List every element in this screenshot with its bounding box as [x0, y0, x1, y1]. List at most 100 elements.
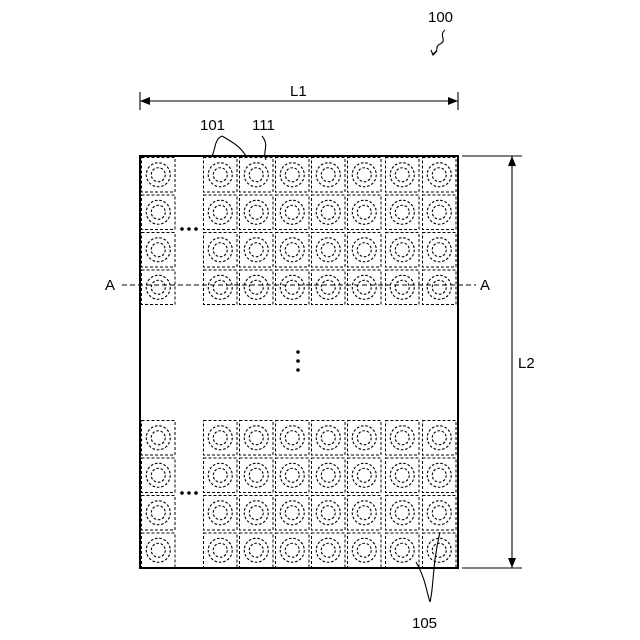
outer-ring [390, 163, 414, 187]
cell-top-r0-c2 [240, 158, 274, 193]
outer-ring [280, 426, 304, 450]
outer-ring [352, 501, 376, 525]
cell-bottom-r3-c0 [142, 533, 176, 568]
inner-ring [285, 168, 299, 182]
label-section-right: A [480, 277, 490, 294]
outer-ring [208, 163, 232, 187]
outer-ring [316, 163, 340, 187]
outer-ring [146, 426, 170, 450]
outer-ring [352, 275, 376, 299]
cell-top-r2-c4 [312, 233, 346, 268]
inner-ring [213, 543, 227, 557]
cell-bottom-r1-c7 [423, 458, 457, 493]
inner-ring [395, 280, 409, 294]
outer-ring [244, 426, 268, 450]
outer-ring [244, 238, 268, 262]
l1-arrow-left [140, 97, 150, 105]
cell-top-r1-c4 [312, 195, 346, 230]
cell-bottom-r2-c0 [142, 496, 176, 531]
outer-ring [352, 426, 376, 450]
cell-bottom-r3-c2 [240, 533, 274, 568]
cell-bottom-r0-c4 [312, 421, 346, 456]
outer-ring [208, 275, 232, 299]
outer-ring [316, 538, 340, 562]
outer-ring [427, 163, 451, 187]
outer-ring [427, 238, 451, 262]
inner-ring [249, 543, 263, 557]
outer-ring [390, 275, 414, 299]
outer-ring [427, 426, 451, 450]
outer-ring [390, 426, 414, 450]
outer-ring [146, 238, 170, 262]
outer-ring [244, 463, 268, 487]
cell-top-r0-c5 [348, 158, 382, 193]
inner-ring [321, 506, 335, 520]
inner-ring [321, 468, 335, 482]
inner-ring [285, 506, 299, 520]
outer-ring [427, 200, 451, 224]
outer-ring [316, 200, 340, 224]
outer-ring [146, 463, 170, 487]
label-ref-105: 105 [412, 615, 437, 632]
cell-bottom-r0-c0 [142, 421, 176, 456]
leader-101-b [222, 136, 246, 156]
outer-ring [390, 501, 414, 525]
cell-bottom-r0-c2 [240, 421, 274, 456]
inner-ring [321, 168, 335, 182]
outer-ring [244, 538, 268, 562]
inner-ring [249, 205, 263, 219]
inner-ring [285, 431, 299, 445]
outer-ring [352, 538, 376, 562]
inner-ring [285, 468, 299, 482]
cell-top-r2-c0 [142, 233, 176, 268]
outer-ring [316, 463, 340, 487]
cell-top-r1-c2 [240, 195, 274, 230]
outer-ring [208, 463, 232, 487]
cell-top-r2-c7 [423, 233, 457, 268]
outer-ring [146, 538, 170, 562]
cell-bottom-r2-c1 [204, 496, 238, 531]
inner-ring [395, 468, 409, 482]
inner-ring [357, 243, 371, 257]
inner-ring [395, 243, 409, 257]
inner-ring [321, 280, 335, 294]
inner-ring [249, 168, 263, 182]
cell-bottom-r2-c3 [276, 496, 310, 531]
inner-ring [395, 543, 409, 557]
outer-ring [427, 275, 451, 299]
inner-ring [285, 243, 299, 257]
inner-ring [357, 506, 371, 520]
outer-ring [427, 463, 451, 487]
cell-bottom-r2-c5 [348, 496, 382, 531]
outer-ring [280, 538, 304, 562]
cell-top-r3-c2 [240, 270, 274, 305]
inner-ring [395, 506, 409, 520]
outer-ring [244, 200, 268, 224]
inner-ring [357, 205, 371, 219]
inner-ring [285, 543, 299, 557]
cell-top-r2-c5 [348, 233, 382, 268]
outer-ring [280, 463, 304, 487]
outer-ring [146, 163, 170, 187]
outer-ring [316, 238, 340, 262]
cell-bottom-r2-c7 [423, 496, 457, 531]
ellipsis-middle [296, 350, 300, 372]
inner-ring [321, 431, 335, 445]
inner-ring [432, 243, 446, 257]
cell-top-r0-c1 [204, 158, 238, 193]
outer-ring [316, 426, 340, 450]
outer-ring [146, 501, 170, 525]
outer-ring [280, 200, 304, 224]
cell-bottom-r3-c7 [423, 533, 457, 568]
label-section-left: A [105, 277, 115, 294]
inner-ring [395, 431, 409, 445]
outer-ring [244, 501, 268, 525]
inner-ring [321, 543, 335, 557]
inner-ring [213, 468, 227, 482]
inner-ring [249, 468, 263, 482]
outer-ring [208, 238, 232, 262]
cell-top-r3-c4 [312, 270, 346, 305]
outer-ring [208, 200, 232, 224]
cell-bottom-r3-c6 [386, 533, 420, 568]
